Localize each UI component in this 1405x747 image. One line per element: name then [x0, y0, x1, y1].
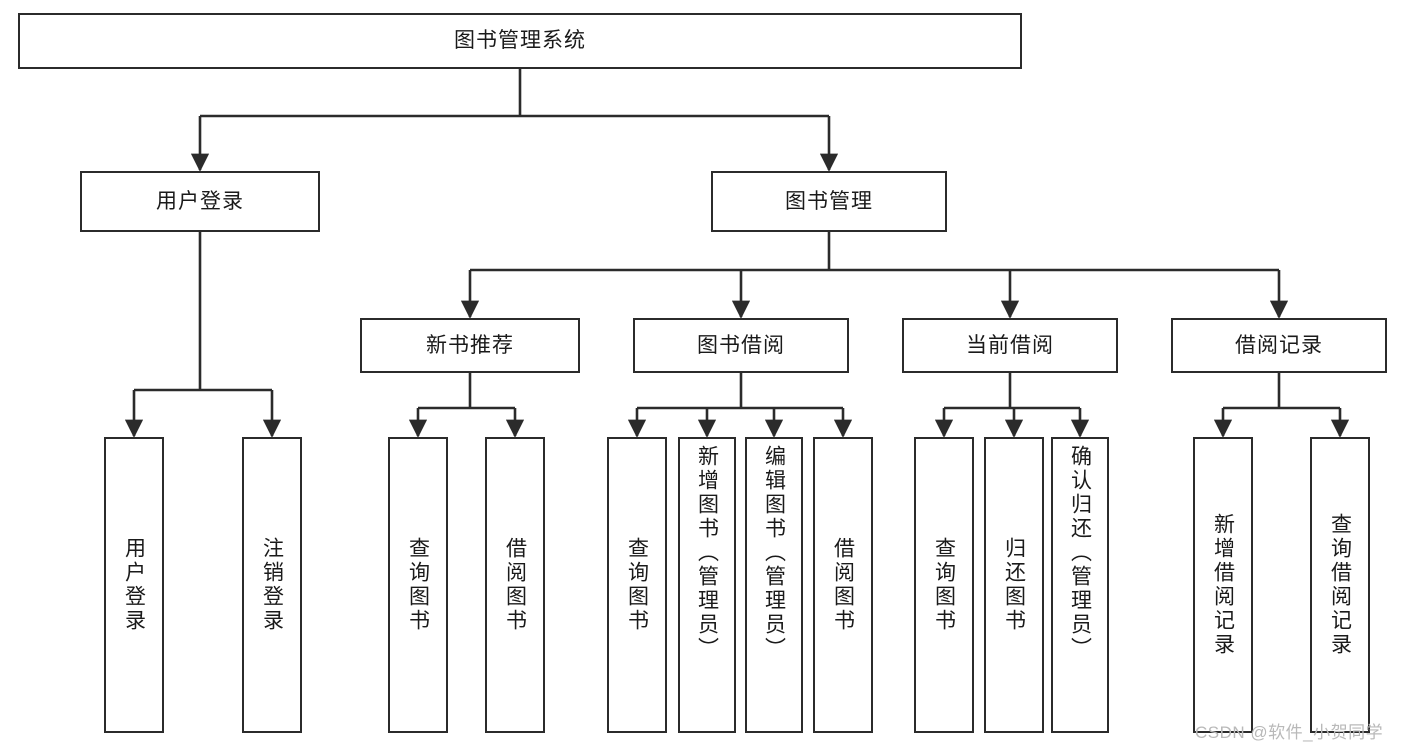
node-label-book-borrow: 图书借阅	[697, 333, 785, 357]
node-label-user-login-do: 用户登录	[122, 537, 146, 633]
node-label-current-borrow: 当前借阅	[966, 333, 1054, 357]
node-bb-add-book[interactable]: 新增图书（管理员）	[678, 437, 736, 733]
csdn-watermark: CSDN @软件_小贺同学	[1195, 723, 1384, 742]
node-label-cb-confirm-return: 确认归还（管理员）	[1068, 445, 1092, 661]
node-bb-borrow-book[interactable]: 借阅图书	[813, 437, 873, 733]
node-label-cb-return-book: 归还图书	[1002, 537, 1026, 633]
node-current-borrow[interactable]: 当前借阅	[902, 318, 1118, 373]
node-label-bb-borrow-book: 借阅图书	[831, 537, 855, 633]
node-label-user-logout: 注销登录	[260, 537, 284, 633]
node-label-bb-query-book: 查询图书	[625, 537, 649, 633]
node-label-book-management: 图书管理	[785, 189, 873, 213]
node-label-nbr-borrow-book: 借阅图书	[503, 537, 527, 633]
node-bb-query-book[interactable]: 查询图书	[607, 437, 667, 733]
node-label-new-book-recommend: 新书推荐	[426, 333, 514, 357]
node-cb-confirm-return[interactable]: 确认归还（管理员）	[1051, 437, 1109, 733]
node-br-query-record[interactable]: 查询借阅记录	[1310, 437, 1370, 733]
node-label-bb-add-book: 新增图书（管理员）	[695, 445, 719, 661]
node-label-br-query-record: 查询借阅记录	[1328, 513, 1352, 657]
node-label-root: 图书管理系统	[454, 29, 586, 53]
node-user-login[interactable]: 用户登录	[80, 171, 320, 232]
node-label-bb-edit-book: 编辑图书（管理员）	[762, 445, 786, 661]
node-label-borrow-record: 借阅记录	[1235, 333, 1323, 357]
node-borrow-record[interactable]: 借阅记录	[1171, 318, 1387, 373]
node-nbr-borrow-book[interactable]: 借阅图书	[485, 437, 545, 733]
node-book-borrow[interactable]: 图书借阅	[633, 318, 849, 373]
node-label-cb-query-book: 查询图书	[932, 537, 956, 633]
node-book-management[interactable]: 图书管理	[711, 171, 947, 232]
node-bb-edit-book[interactable]: 编辑图书（管理员）	[745, 437, 803, 733]
node-cb-query-book[interactable]: 查询图书	[914, 437, 974, 733]
node-cb-return-book[interactable]: 归还图书	[984, 437, 1044, 733]
node-label-nbr-query-book: 查询图书	[406, 537, 430, 633]
node-root[interactable]: 图书管理系统	[18, 13, 1022, 69]
node-label-user-login: 用户登录	[156, 189, 244, 213]
node-label-br-add-record: 新增借阅记录	[1211, 513, 1235, 657]
node-nbr-query-book[interactable]: 查询图书	[388, 437, 448, 733]
node-user-logout[interactable]: 注销登录	[242, 437, 302, 733]
node-br-add-record[interactable]: 新增借阅记录	[1193, 437, 1253, 733]
node-user-login-do[interactable]: 用户登录	[104, 437, 164, 733]
node-new-book-recommend[interactable]: 新书推荐	[360, 318, 580, 373]
